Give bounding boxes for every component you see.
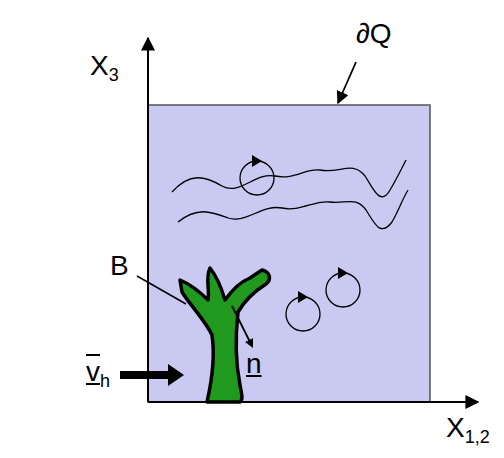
x3-axis (147, 38, 149, 402)
x12-axis (148, 401, 478, 403)
axis-label: X1,2 (446, 414, 490, 446)
boundary-label: ∂Q (356, 20, 392, 48)
velocity-label: vh (86, 358, 110, 390)
vortex (326, 267, 360, 307)
domain-square (148, 105, 430, 402)
vortex (240, 155, 274, 195)
normal-arrow (232, 306, 251, 344)
streamline (172, 160, 406, 197)
velocity-arrow (120, 364, 184, 386)
body-leader (137, 276, 186, 304)
boundary-leader (338, 62, 356, 103)
streamline (178, 190, 408, 229)
vortex (286, 291, 320, 331)
body-label: B (110, 252, 129, 280)
body-b (180, 268, 269, 402)
normal-label: n (246, 350, 262, 378)
axis-label: X3 (90, 52, 119, 84)
